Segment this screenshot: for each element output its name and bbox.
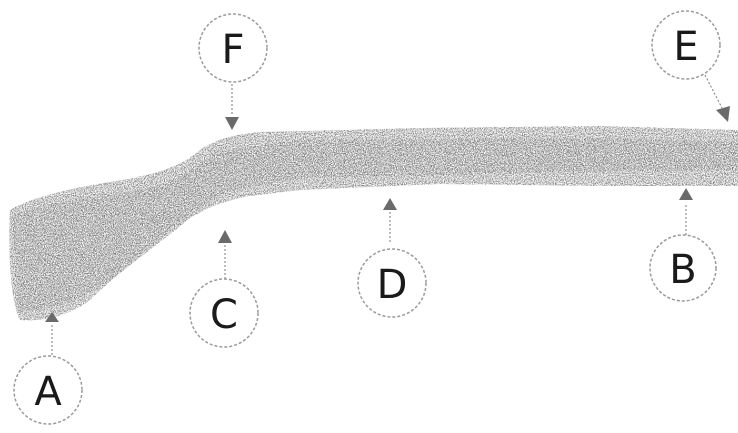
label-e: E: [673, 24, 698, 70]
label-f: F: [221, 27, 244, 73]
pointer-f: [225, 80, 239, 130]
callout-d: D: [357, 248, 427, 318]
pointer-b: [679, 188, 693, 236]
callout-b: B: [649, 234, 717, 302]
callout-c: C: [189, 278, 259, 348]
callout-f: F: [198, 13, 268, 83]
specimen-texture: [12, 138, 738, 312]
label-c: C: [210, 292, 238, 338]
callout-a: A: [13, 355, 83, 425]
pointer-d: [383, 198, 397, 244]
label-d: D: [377, 262, 408, 308]
pointer-c: [218, 230, 232, 280]
pointer-e: [704, 74, 730, 122]
callout-e: E: [651, 10, 721, 80]
pointer-a: [45, 312, 59, 355]
label-a: A: [34, 369, 62, 415]
specimen-silhouette: [9, 126, 738, 321]
label-b: B: [669, 247, 696, 293]
